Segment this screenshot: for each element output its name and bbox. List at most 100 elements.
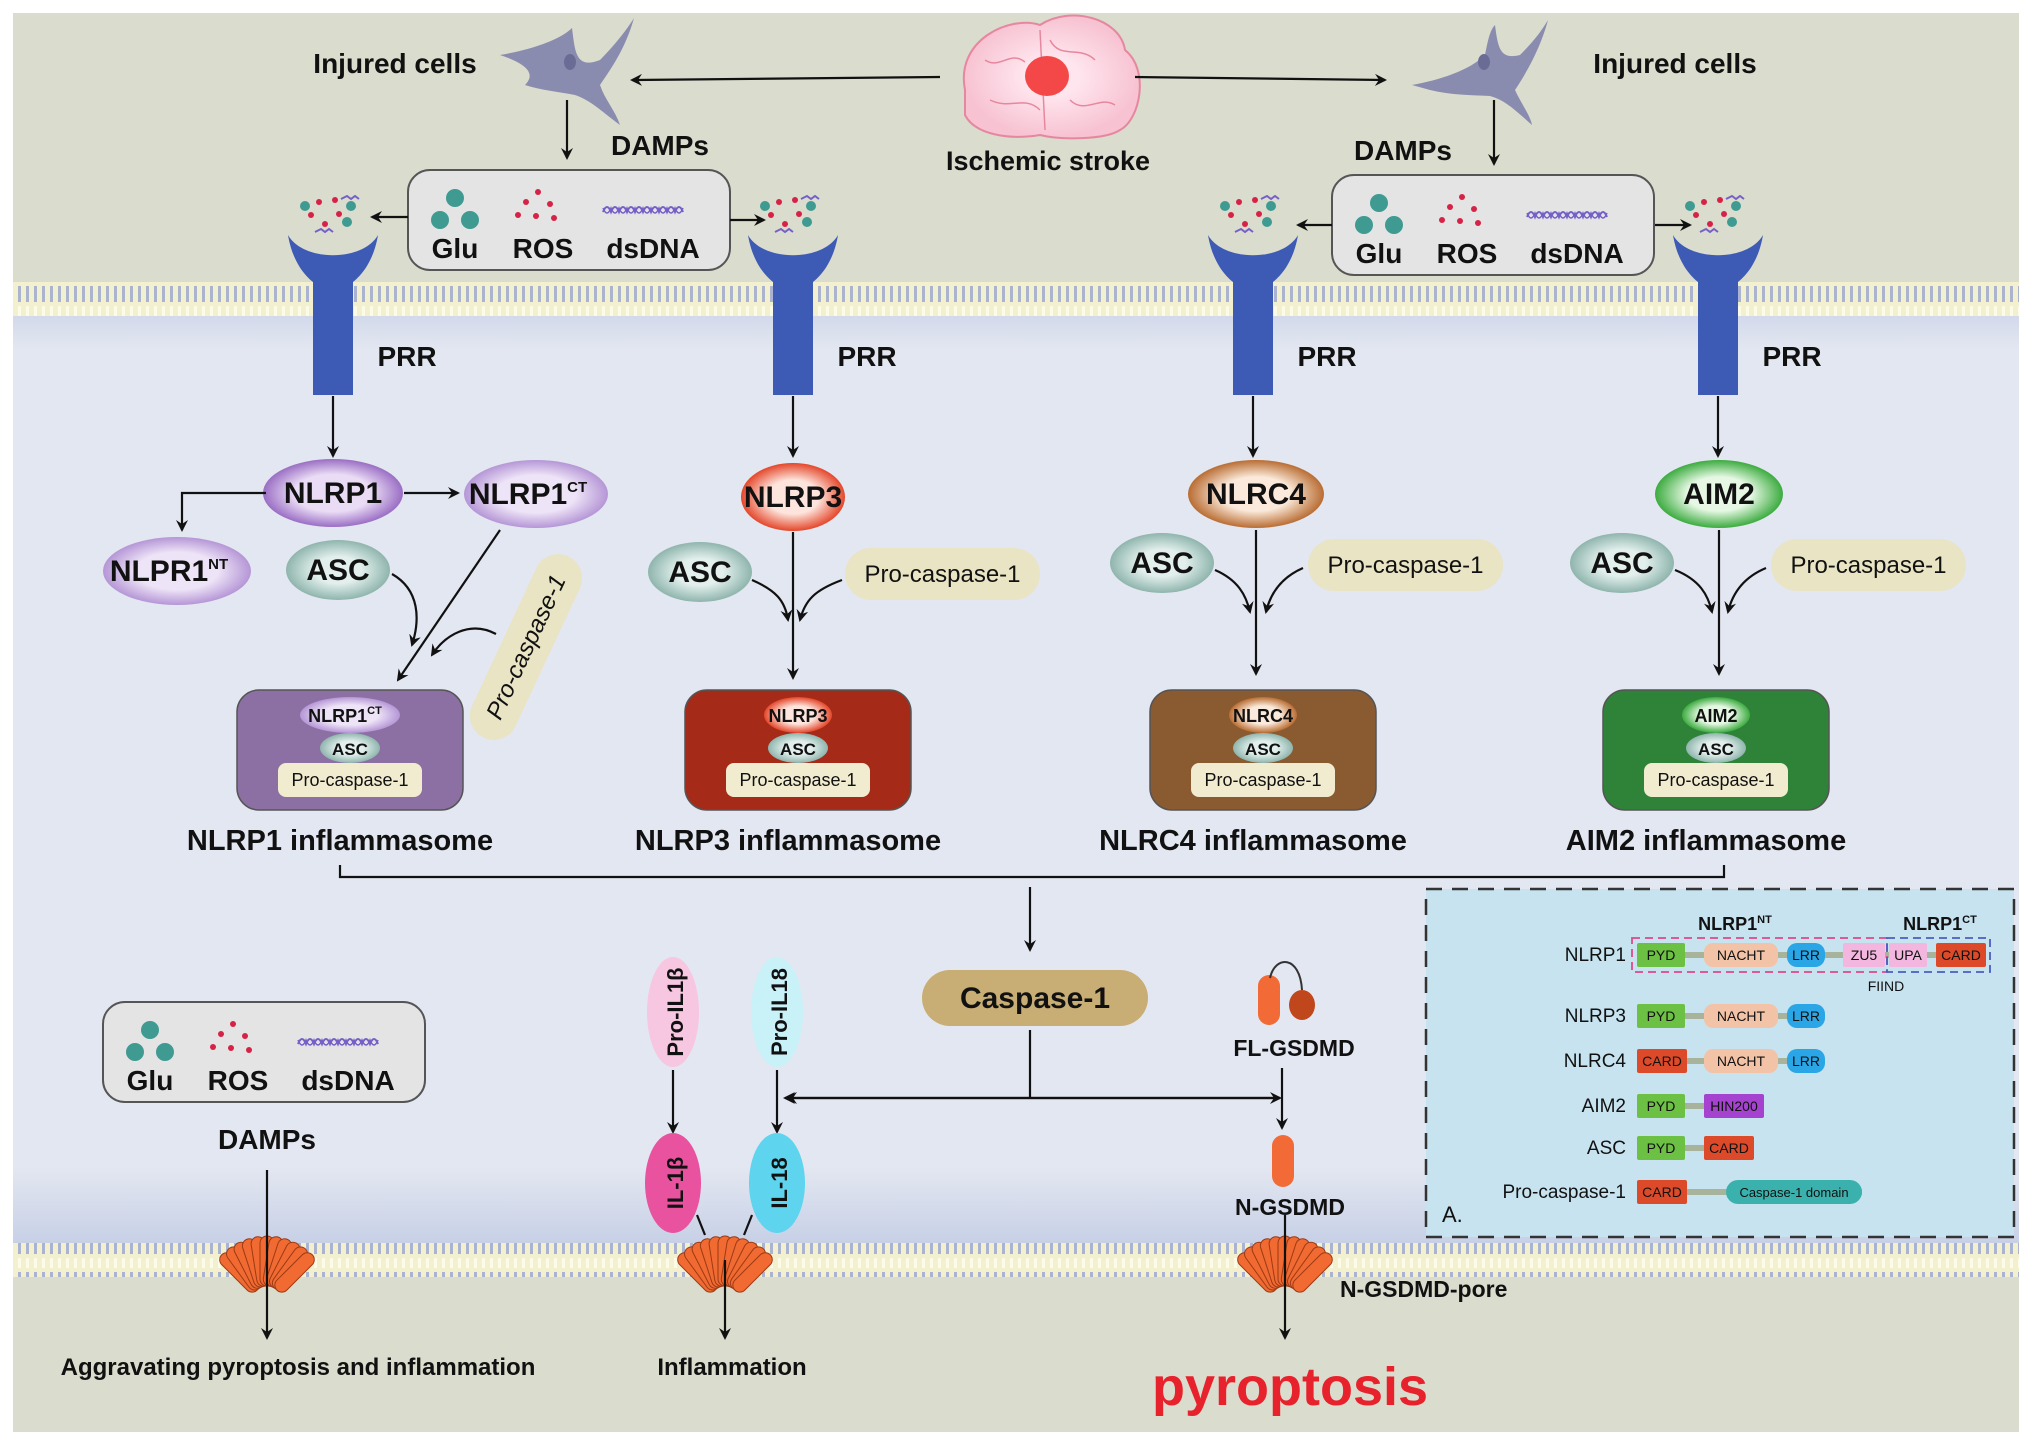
inflammasome-asc (1233, 733, 1293, 763)
nlrp1-sensor-label: NLRP1 (284, 477, 382, 510)
inflammasome-procaspase (726, 763, 870, 797)
damps-left-label: DAMPs (611, 130, 709, 161)
n-gsdmd-label: N-GSDMD (1235, 1194, 1345, 1220)
ros-icon (210, 1021, 252, 1053)
domain-zu5 (1843, 943, 1885, 967)
prr-receptor: PRR (1208, 194, 1357, 458)
domain-pyd (1637, 1004, 1685, 1028)
domain-card (1637, 1049, 1687, 1073)
ischemic-stroke-label: Ischemic stroke (946, 146, 1150, 176)
asc-nlrp1: ASC (286, 540, 390, 600)
domain-pyd (1637, 1136, 1685, 1160)
injured-cells-left-label: Injured cells (313, 48, 476, 79)
nlrc4-sensor: NLRC4 (1188, 460, 1324, 528)
inflammasome-asc (1686, 733, 1746, 763)
arrow-asc-aim2 (1674, 568, 1716, 614)
prr-receptor: PRR (1673, 194, 1822, 458)
il1b-label: IL-1β (663, 1157, 688, 1210)
injured-cell-right-icon (1412, 20, 1548, 125)
domain-label: LRR (1792, 947, 1820, 963)
il1b-release-line (695, 1214, 707, 1236)
convergence-line (338, 865, 1726, 879)
inflammasome-sensor (300, 697, 400, 733)
arrow-asc-nlrp3 (751, 578, 793, 622)
arrow-procasp-aim2 (1724, 566, 1767, 614)
glu-label: Glu (1356, 238, 1403, 269)
damps-bottom-label: DAMPs (218, 1124, 316, 1155)
inflammasome-asc-label: ASC (1698, 740, 1734, 759)
aim2-sensor: AIM2 (1655, 460, 1783, 528)
damps-ligand-icon (760, 194, 820, 234)
asc-nlrp3: ASC (648, 542, 752, 602)
inflammasome-asc (320, 733, 380, 763)
nlrp1-ct-bracket (1886, 937, 1991, 973)
aggravating-label: Aggravating pyroptosis and inflammation (61, 1354, 536, 1381)
prr-label: PRR (377, 341, 436, 372)
inflammasome-asc-label: ASC (332, 740, 368, 759)
domain-nacht (1704, 943, 1778, 967)
pro-caspase-nlrc4: Pro-caspase-1 (1308, 539, 1503, 591)
domain-label: UPA (1894, 947, 1922, 963)
domain-lrr (1787, 1004, 1825, 1028)
domain-label: Caspase-1 domain (1739, 1185, 1848, 1200)
arrow-asc-to-nlrp1 (391, 573, 421, 647)
il1b: IL-1β (645, 1133, 701, 1233)
inflammasome-asc-label: ASC (780, 740, 816, 759)
domain-label: NACHT (1717, 1008, 1766, 1024)
domain-upa (1889, 943, 1927, 967)
glu-label: Glu (432, 233, 479, 264)
domain-caspase-1-domain (1726, 1180, 1862, 1204)
domain-label: PYD (1647, 1140, 1676, 1156)
glu-icon (126, 1021, 174, 1061)
domain-label: PYD (1647, 1098, 1676, 1114)
brain-icon (962, 14, 1141, 140)
asc-nlrc4: ASC (1110, 533, 1214, 593)
inflammasome-sensor-label: NLRP1CT (308, 705, 382, 726)
fl-gsdmd-icon (1258, 961, 1315, 1025)
domain-row-name: ASC (1587, 1138, 1626, 1159)
pro-il1b-label: Pro-IL1β (663, 967, 688, 1056)
aim2-sensor-label: AIM2 (1683, 478, 1755, 511)
prr-label: PRR (1762, 341, 1821, 372)
panel-label: A. (1442, 1202, 1463, 1227)
prr-receptor: PRR (748, 194, 897, 458)
domain-hin200 (1704, 1094, 1764, 1118)
domain-lrr (1787, 1049, 1825, 1073)
prr-receptors: PRR PRR PRR PRR (288, 194, 1822, 458)
domain-label: PYD (1647, 947, 1676, 963)
arrow-stroke-to-left-cells (630, 73, 941, 86)
domain-label: ZU5 (1851, 947, 1878, 963)
fl-gsdmd-label: FL-GSDMD (1233, 1035, 1354, 1061)
dsdna-icon-strand (1526, 210, 1608, 219)
arrow-stroke-to-right-cells (1134, 73, 1387, 86)
inflammasome-procaspase (1644, 763, 1788, 797)
domain-label: HIN200 (1710, 1098, 1758, 1114)
asc-nlrp3-label: ASC (668, 556, 731, 589)
inflammasome-procaspase-label: Pro-caspase-1 (291, 770, 408, 790)
gsdmd-pore-icon (1237, 1235, 1333, 1293)
nlrp1-sensor: NLRP1 (263, 459, 403, 527)
ros-label: ROS (1437, 238, 1498, 269)
prr-label: PRR (1297, 341, 1356, 372)
domain-row-name: Pro-caspase-1 (1502, 1182, 1626, 1203)
injured-cell-left-icon (500, 18, 634, 125)
damps-ligand-icon (1220, 194, 1280, 234)
inflammasome-sensor (1682, 697, 1750, 733)
dsdna-label: dsDNA (301, 1065, 394, 1096)
asc-nlrc4-label: ASC (1130, 547, 1193, 580)
inflammasome-procaspase (1191, 763, 1335, 797)
il18: IL-18 (749, 1133, 805, 1233)
damps-container (102, 1001, 426, 1103)
nlrp1-ct-sensor: NLRP1CT (464, 460, 608, 528)
domain-label: NACHT (1717, 947, 1766, 963)
extracellular-bottom (13, 1260, 2019, 1432)
receptor-icon (1208, 235, 1298, 395)
inflammasome-procaspase-label: Pro-caspase-1 (1657, 770, 1774, 790)
inflammasome-sensor (1229, 697, 1297, 733)
